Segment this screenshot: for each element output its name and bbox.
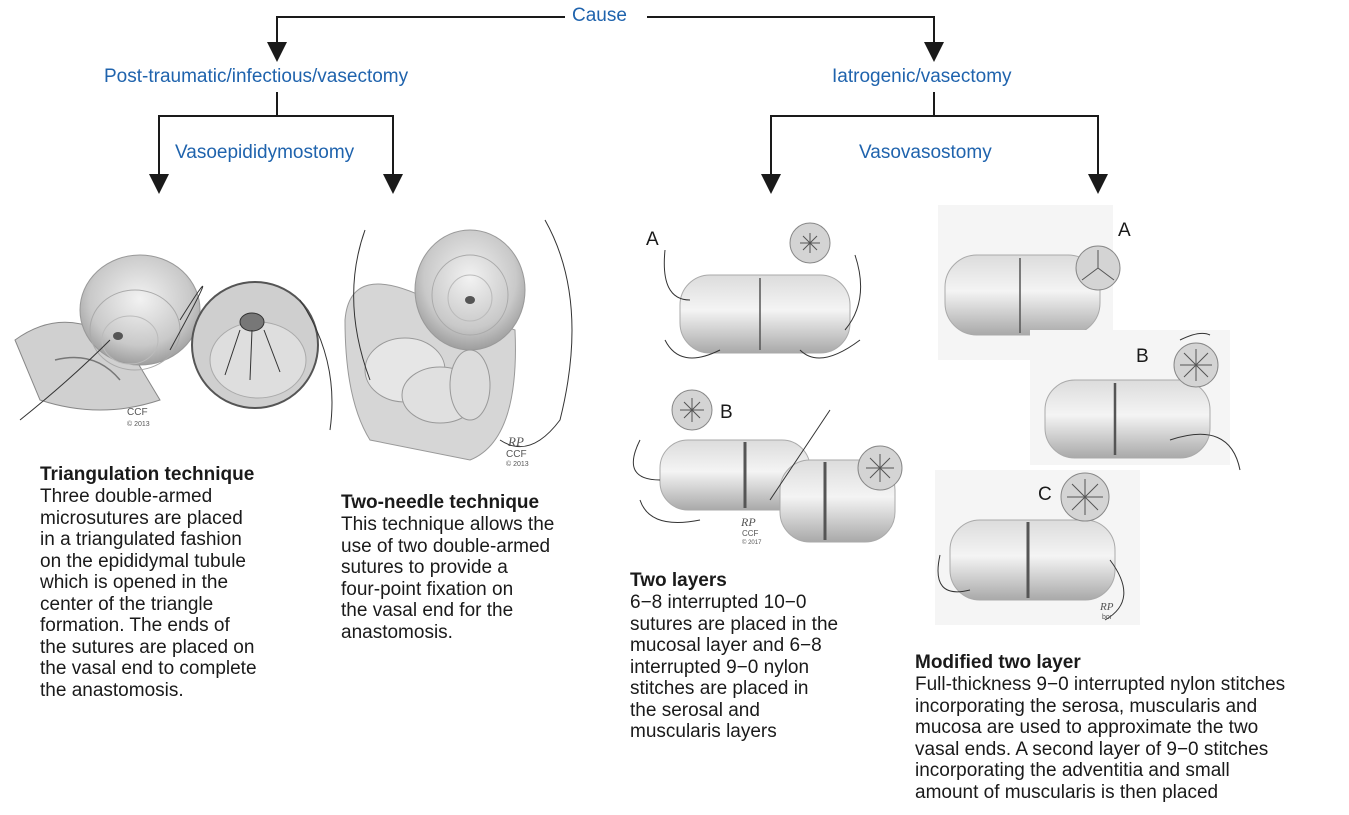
two-layers-panel-b-label: B — [720, 402, 733, 423]
two-layers-credit-year: © 2017 — [742, 539, 762, 546]
root-label-cause: Cause — [566, 5, 633, 27]
triangulation-line: formation. The ends of — [40, 615, 300, 637]
two-needle-technique: Two-needle technique This technique allo… — [341, 492, 601, 643]
modified-line: amount of muscularis is then placed — [915, 782, 1345, 804]
two-layers-illustration: A B RP CCF © 2017 — [633, 223, 902, 546]
two-needle-line: four-point fixation on — [341, 579, 601, 601]
modified-line: mucosa are used to approximate the two — [915, 717, 1345, 739]
triangulation-credit-ccf: CCF — [127, 407, 148, 418]
triangulation-title: Triangulation technique — [40, 464, 300, 486]
modified-two-layer-body: Full-thickness 9−0 interrupted nylon sti… — [915, 674, 1345, 803]
two-needle-credit-rp: RP — [507, 434, 524, 449]
modified-line: incorporating the adventitia and small — [915, 760, 1345, 782]
two-needle-credit-year: © 2013 — [506, 460, 529, 468]
modified-two-layer-title: Modified two layer — [915, 652, 1345, 674]
modified-line: vasal ends. A second layer of 9−0 stitch… — [915, 739, 1345, 761]
arrow-to-iatrogenic — [647, 17, 934, 58]
two-layers-body: 6−8 interrupted 10−0 sutures are placed … — [630, 592, 890, 743]
modified-panel-b-label: B — [1136, 346, 1149, 367]
triangulation-line: the vasal end to complete — [40, 658, 300, 680]
branch-label-post-traumatic: Post-traumatic/infectious/vasectomy — [98, 66, 414, 88]
procedure-label-vasovasostomy: Vasovasostomy — [853, 142, 998, 164]
triangulation-line: on the epididymal tubule — [40, 551, 300, 573]
arrow-to-triangulation — [159, 92, 277, 190]
two-needle-line: use of two double-armed — [341, 536, 601, 558]
triangulation-line: center of the triangle — [40, 594, 300, 616]
branch-label-iatrogenic: Iatrogenic/vasectomy — [826, 66, 1018, 88]
two-layers-line: the serosal and — [630, 700, 890, 722]
arrow-to-post-traumatic — [277, 17, 565, 58]
triangulation-line: the sutures are placed on — [40, 637, 300, 659]
modified-two-layer-illustration: A B C RP bor — [935, 205, 1240, 625]
two-layers-line: mucosal layer and 6−8 — [630, 635, 890, 657]
triangulation-line: the anastomosis. — [40, 680, 300, 702]
two-layers-panel-a-label: A — [646, 229, 659, 250]
triangulation-illustration: CCF © 2013 — [15, 255, 332, 430]
two-needle-line: the vasal end for the — [341, 600, 601, 622]
two-layers-technique: Two layers 6−8 interrupted 10−0 sutures … — [630, 570, 890, 743]
two-layers-credit-rp: RP — [740, 515, 756, 529]
procedure-label-vasoepididymostomy: Vasoepididymostomy — [169, 142, 360, 164]
modified-line: Full-thickness 9−0 interrupted nylon sti… — [915, 674, 1345, 696]
connector-right-branch — [771, 92, 1098, 190]
modified-credit-rp: RP — [1099, 601, 1114, 613]
modified-panel-a-label: A — [1118, 220, 1131, 241]
modified-two-layer-technique: Modified two layer Full-thickness 9−0 in… — [915, 652, 1345, 803]
triangulation-line: microsutures are placed — [40, 508, 300, 530]
triangulation-body: Three double-armed microsutures are plac… — [40, 486, 300, 701]
two-layers-credit-ccf: CCF — [742, 529, 759, 538]
modified-credit-bor: bor — [1102, 614, 1113, 621]
two-needle-body: This technique allows the use of two dou… — [341, 514, 601, 643]
two-layers-line: 6−8 interrupted 10−0 — [630, 592, 890, 614]
two-needle-title: Two-needle technique — [341, 492, 601, 514]
two-layers-line: muscularis layers — [630, 721, 890, 743]
two-needle-credit-ccf: CCF — [506, 449, 527, 460]
two-layers-title: Two layers — [630, 570, 890, 592]
triangulation-line: Three double-armed — [40, 486, 300, 508]
modified-line: incorporating the serosa, muscularis and — [915, 696, 1345, 718]
two-needle-illustration: RP CCF © 2013 — [345, 220, 572, 468]
two-layers-line: stitches are placed in — [630, 678, 890, 700]
modified-panel-c-label: C — [1038, 484, 1052, 505]
two-needle-line: anastomosis. — [341, 622, 601, 644]
arrow-to-two-layers — [771, 92, 934, 190]
triangulation-technique: Triangulation technique Three double-arm… — [40, 464, 300, 701]
two-needle-line: This technique allows the — [341, 514, 601, 536]
triangulation-line: in a triangulated fashion — [40, 529, 300, 551]
two-layers-line: sutures are placed in the — [630, 614, 890, 636]
two-needle-line: sutures to provide a — [341, 557, 601, 579]
triangulation-credit-year: © 2013 — [127, 420, 150, 428]
connector-left-branch — [159, 92, 393, 190]
two-layers-line: interrupted 9−0 nylon — [630, 657, 890, 679]
triangulation-line: which is opened in the — [40, 572, 300, 594]
